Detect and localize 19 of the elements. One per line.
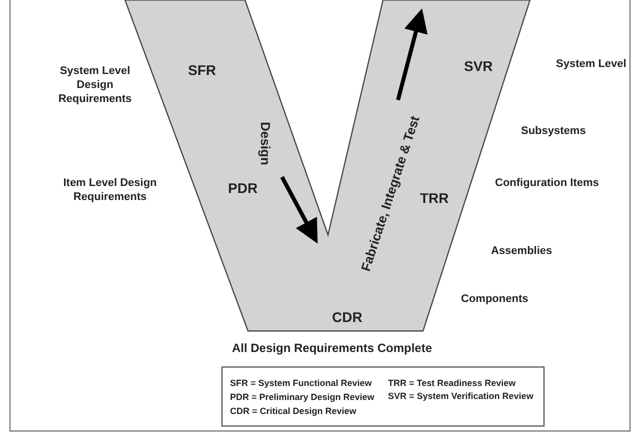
- key-entry: CDR = Critical Design Review: [230, 405, 356, 418]
- baseline-caption: All Design Requirements Complete: [230, 340, 434, 356]
- level-label: System Level: [556, 57, 626, 71]
- level-label: Subsystems: [521, 124, 586, 138]
- level-label: Item Level Design Requirements: [62, 176, 158, 204]
- level-label: Components: [461, 292, 528, 306]
- level-label: Configuration Items: [495, 176, 599, 190]
- key-entry: SFR = System Functional Review: [230, 377, 372, 390]
- review-label: TRR: [420, 190, 449, 206]
- key-entry: SVR = System Verification Review: [388, 390, 534, 403]
- level-label: System Level Design Requirements: [57, 64, 133, 106]
- phase-label: Design: [258, 122, 274, 166]
- review-label: SFR: [188, 62, 216, 78]
- review-label: PDR: [228, 180, 258, 196]
- key-entry: PDR = Preliminary Design Review: [230, 391, 374, 404]
- review-label: CDR: [332, 309, 362, 325]
- level-label: Assemblies: [491, 244, 552, 258]
- review-label: SVR: [464, 58, 493, 74]
- key-entry: TRR = Test Readiness Review: [388, 377, 516, 390]
